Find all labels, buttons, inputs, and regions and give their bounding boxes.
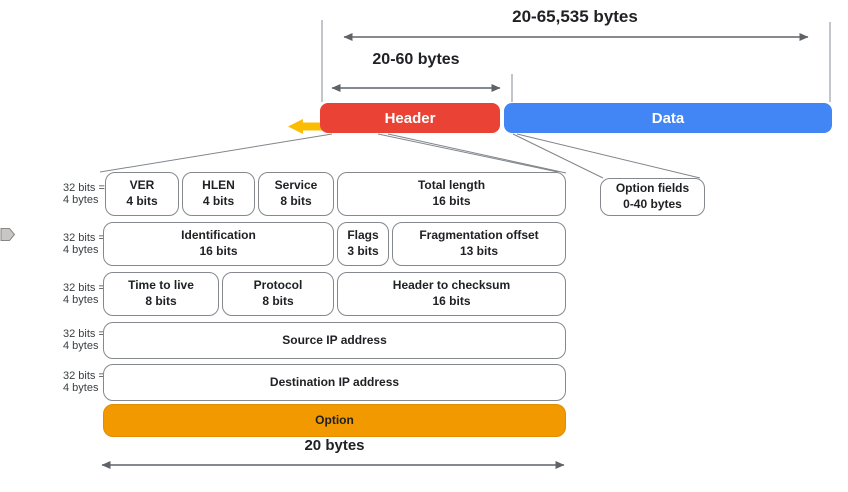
row-label-5: 32 bits = 4 bytes	[63, 370, 105, 394]
header-bar-label: Header	[384, 109, 436, 127]
field-flags: Flags 3 bits	[337, 222, 389, 266]
bottom-range-label: 20 bytes	[304, 437, 365, 454]
option-bar: Option	[103, 404, 566, 437]
field-protocol: Protocol 8 bits	[222, 272, 334, 316]
field-total-length: Total length 16 bits	[337, 172, 566, 216]
field-destination-ip: Destination IP address	[103, 364, 566, 401]
field-ver: VER 4 bits	[105, 172, 179, 216]
row-label-1: 32 bits = 4 bytes	[63, 182, 105, 206]
data-bar-label: Data	[651, 109, 685, 127]
field-service: Service 8 bits	[258, 172, 334, 216]
field-identification: Identification 16 bits	[103, 222, 334, 266]
slide-pointer-icon	[0, 228, 16, 241]
row-label-2: 32 bits = 4 bytes	[63, 232, 105, 256]
field-hlen: HLEN 4 bits	[182, 172, 255, 216]
field-header-checksum: Header to checksum 16 bits	[337, 272, 566, 316]
header-range-label: 20-60 bytes	[372, 51, 460, 68]
data-bar: Data	[504, 103, 832, 133]
field-fragmentation-offset: Fragmentation offset 13 bits	[392, 222, 566, 266]
header-bar: Header	[320, 103, 500, 133]
total-range-label: 20-65,535 bytes	[512, 7, 638, 26]
field-source-ip: Source IP address	[103, 322, 566, 359]
field-time-to-live: Time to live 8 bits	[103, 272, 219, 316]
option-fields-box: Option fields 0-40 bytes	[600, 178, 705, 216]
row-label-3: 32 bits = 4 bytes	[63, 282, 105, 306]
row-label-4: 32 bits = 4 bytes	[63, 328, 105, 352]
